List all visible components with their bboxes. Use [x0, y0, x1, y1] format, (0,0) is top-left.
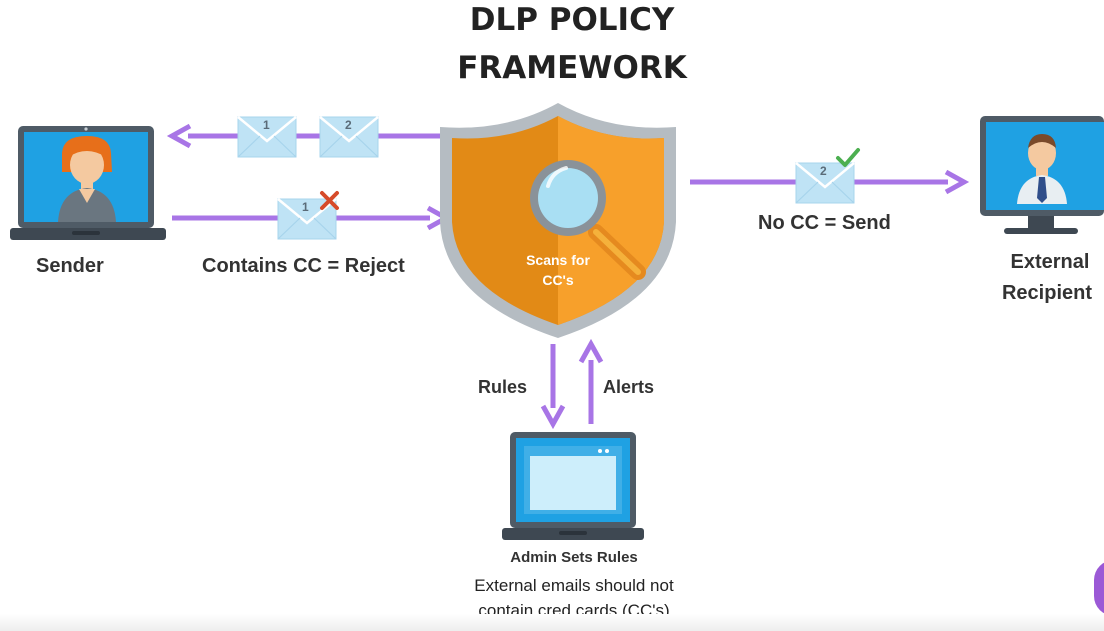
businessman-icon	[1017, 134, 1067, 204]
alerts-arrow	[578, 338, 604, 424]
recipient-label: Recipient	[1001, 282, 1093, 304]
send-label: No CC = Send	[758, 212, 891, 234]
envelope-number: 1	[263, 118, 270, 132]
reject-x-icon	[320, 191, 339, 210]
admin-description: External emails should not	[474, 576, 674, 595]
check-icon	[836, 148, 860, 167]
shield-label: CC's	[542, 272, 574, 288]
envelope-number: 2	[820, 164, 827, 178]
alerts-label: Alerts	[603, 377, 655, 397]
shield-label: Scans for	[526, 252, 590, 268]
diagram-title: FRAMEWORK	[457, 50, 687, 86]
envelope-number: 1	[302, 200, 309, 214]
rules-arrow	[540, 344, 566, 430]
corner-badge[interactable]	[1094, 560, 1104, 616]
admin-title: Admin Sets Rules	[510, 549, 638, 566]
envelope-number: 2	[345, 118, 352, 132]
sender-label: Sender	[36, 255, 104, 277]
return-arrow	[166, 123, 446, 149]
admin-laptop-icon	[502, 432, 644, 540]
shield-icon	[440, 103, 676, 338]
diagram-title: DLP POLICY	[469, 2, 675, 38]
magnifier-icon	[530, 160, 646, 280]
recipient-label: External	[1010, 251, 1090, 273]
sender-person-icon	[58, 136, 116, 222]
bottom-fade	[0, 614, 1104, 631]
rules-label: Rules	[478, 377, 528, 397]
reject-label: Contains CC = Reject	[202, 255, 405, 277]
